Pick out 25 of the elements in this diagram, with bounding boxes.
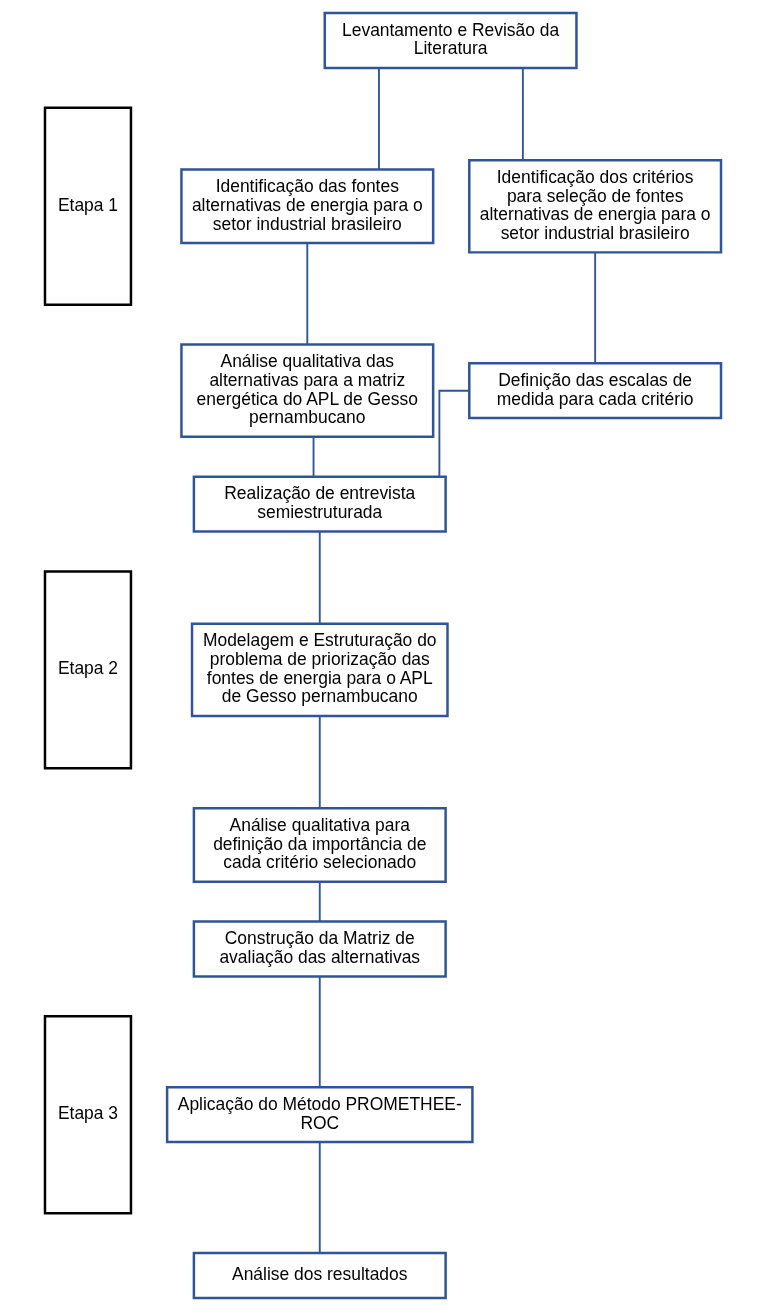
node-box: Identificação dos critérios para seleção de fontes alternativas de energia para o setor industrial brasileiro [467, 158, 722, 254]
connector [305, 242, 308, 346]
connector [377, 67, 380, 171]
node-box: Etapa 1 [43, 106, 132, 306]
node-box: Análise qualitativa das alternativas para a matriz energética do APL de Gesso pernambucano [179, 343, 434, 439]
node-box: Definição das escalas de medida para cada critério [467, 362, 722, 420]
connector [318, 1141, 321, 1254]
node-box: Identificação das fontes alternativas de energia para o setor industrial brasileiro [179, 168, 434, 245]
node-box: Realização de entrevista semiestruturada [192, 475, 447, 533]
node-box: Construção da Matriz de avaliação das alternativas [192, 920, 447, 978]
connector [593, 251, 596, 365]
connector [318, 530, 321, 625]
connector [437, 389, 470, 478]
node-box: Etapa 3 [43, 1015, 132, 1215]
connector [521, 67, 524, 161]
node-box: Levantamento e Revisão da Literatura [323, 11, 578, 70]
node-box: Análise qualitativa para definição da importância de cada critério selecionado [192, 806, 447, 883]
connector [318, 715, 321, 809]
node-box: Etapa 2 [43, 570, 132, 770]
node-box: Análise dos resultados [192, 1251, 447, 1300]
node-box: Modelagem e Estruturação do problema de priorização das fontes de energia para o APL de Gesso pernambucano [190, 622, 449, 718]
connector [312, 435, 314, 478]
connector [318, 880, 321, 923]
connector [318, 975, 321, 1088]
node-box: Aplicação do Método PROMETHEE-ROC [165, 1086, 474, 1144]
